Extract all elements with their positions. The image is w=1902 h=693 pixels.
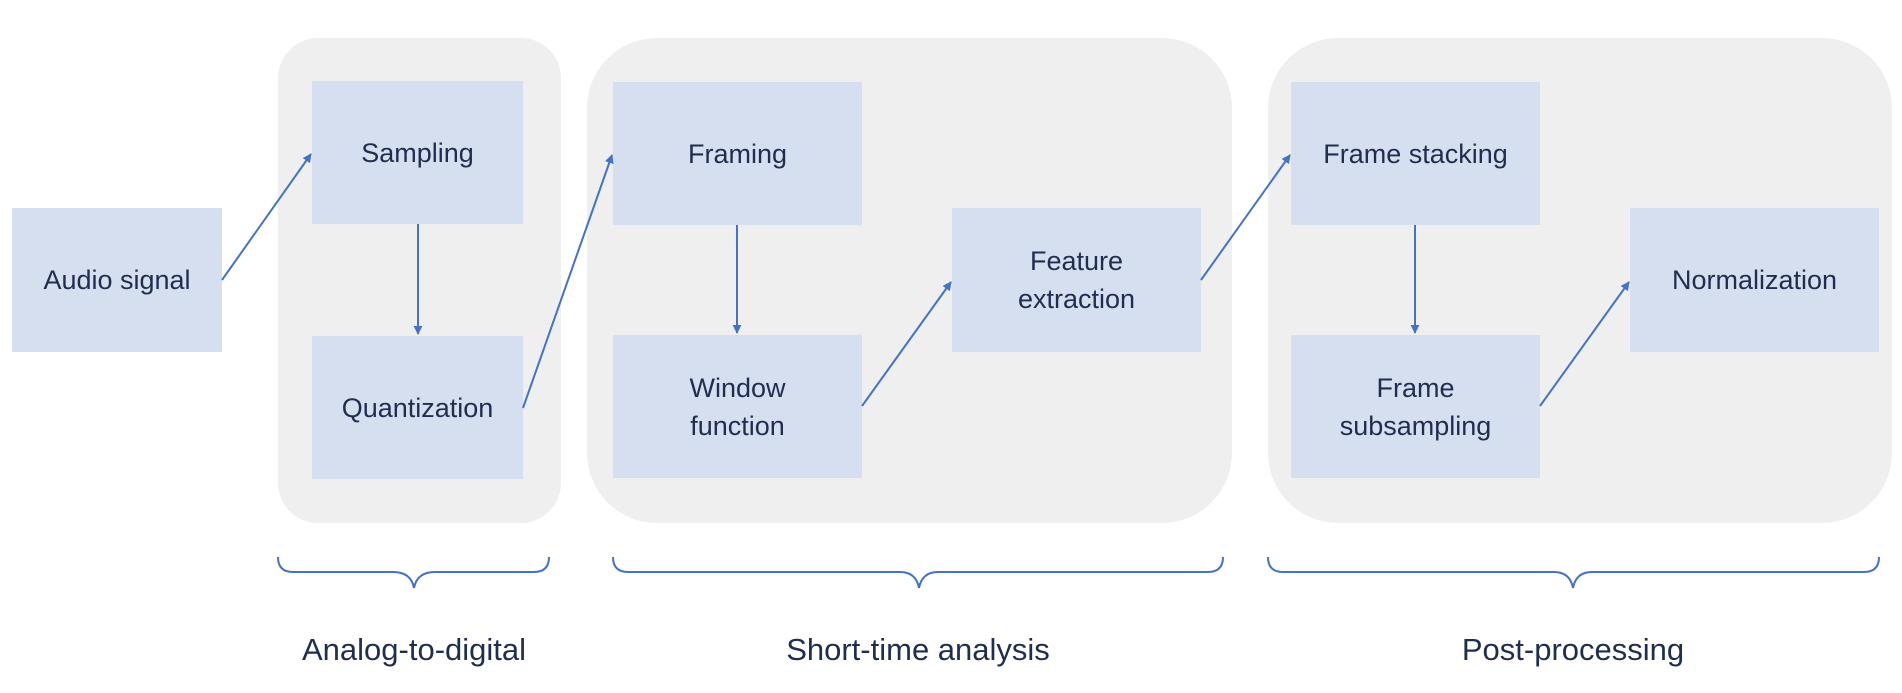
node-frame-stacking: Frame stacking: [1291, 82, 1540, 225]
node-feature-extraction: Feature extraction: [952, 208, 1201, 352]
stage-label-analog-to-digital: Analog-to-digital: [301, 632, 527, 667]
arrow-window-to-feature: [861, 281, 952, 407]
node-audio-signal-label: Audio signal: [43, 265, 191, 295]
stage-label-post-processing: Post-processing: [1461, 632, 1685, 667]
node-quantization-label: Quantization: [341, 392, 494, 423]
arrow-feature-to-stacking: [1200, 154, 1291, 281]
arrow-audio-to-sampling: [221, 153, 312, 281]
arrow-subsampling-to-normalization: [1539, 281, 1630, 407]
stage-label-short-time-analysis: Short-time analysis: [786, 632, 1050, 667]
node-normalization-label: Normalization: [1671, 265, 1838, 295]
node-normalization: Normalization: [1630, 208, 1879, 352]
brace-analog-to-digital: [277, 556, 550, 589]
node-quantization: Quantization: [312, 336, 523, 479]
node-audio-signal: Audio signal: [12, 208, 222, 352]
node-sampling: Sampling: [312, 81, 523, 224]
node-window-function-label: Window function: [689, 372, 786, 441]
node-frame-stacking-label: Frame stacking: [1323, 138, 1508, 169]
node-feature-extraction-label: Feature extraction: [1017, 246, 1136, 314]
node-window-function: Window function: [613, 335, 862, 478]
node-framing-label: Framing: [687, 138, 788, 169]
node-sampling-label: Sampling: [361, 137, 474, 168]
node-frame-subsampling-label: Frame subsampling: [1339, 372, 1492, 441]
brace-short-time-analysis: [612, 556, 1224, 589]
node-frame-subsampling: Frame subsampling: [1291, 335, 1540, 478]
node-framing: Framing: [613, 82, 862, 225]
brace-post-processing: [1267, 556, 1880, 589]
arrow-quantization-to-framing: [522, 154, 614, 409]
